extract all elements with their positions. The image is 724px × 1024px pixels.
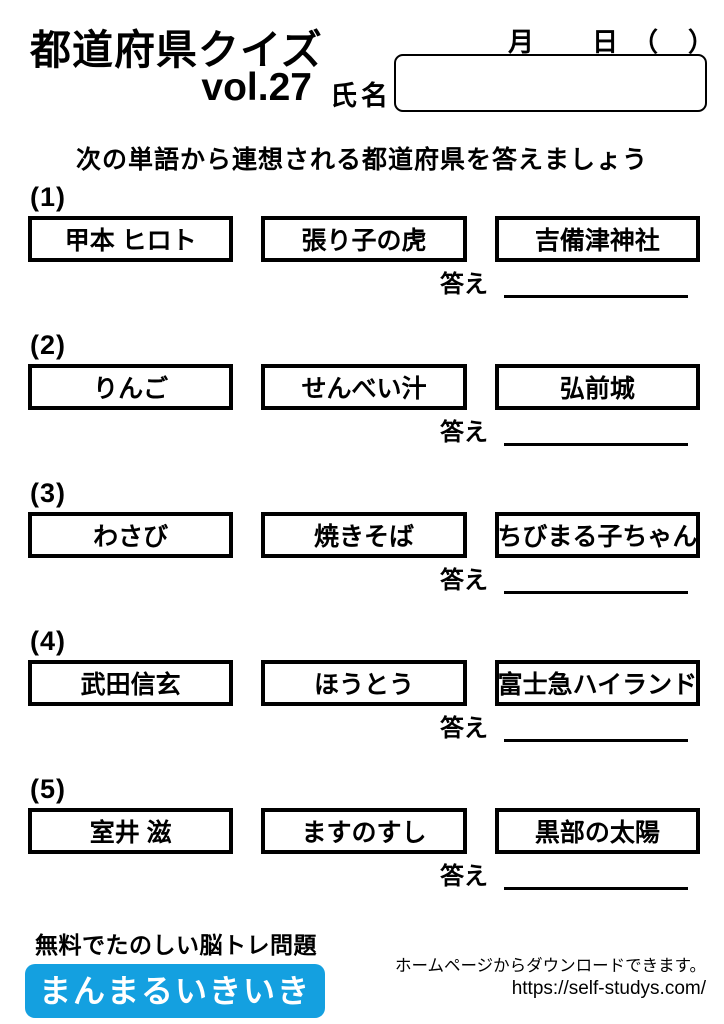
hint-box: ますのすし <box>261 808 467 854</box>
hint-row: 甲本 ヒロト 張り子の虎 吉備津神社 <box>28 216 700 262</box>
page-title: 都道府県クイズ <box>30 27 323 73</box>
volume-label: vol.27 <box>201 66 312 109</box>
hint-row: 室井 滋 ますのすし 黒部の太陽 <box>28 808 700 854</box>
name-input-box <box>394 54 707 112</box>
hint-box: 武田信玄 <box>28 660 234 706</box>
answer-row: 答え <box>0 419 688 447</box>
question-block-5: (5) 室井 滋 ますのすし 黒部の太陽 答え <box>0 774 724 922</box>
month-label: 月 <box>508 27 535 57</box>
hint-box: 焼きそば <box>261 512 467 558</box>
hint-box: 弘前城 <box>494 364 700 410</box>
answer-line <box>504 420 688 447</box>
question-block-3: (3) わさび 焼きそば ちびまる子ちゃん 答え <box>0 478 724 626</box>
brand-badge: まんまるいきいき <box>25 964 326 1018</box>
hint-box: 吉備津神社 <box>494 216 700 262</box>
name-label: 氏名 <box>330 81 392 111</box>
question-number: (2) <box>30 330 66 360</box>
date-field: 月 日 （ ） <box>508 22 714 59</box>
answer-label: 答え <box>440 715 488 742</box>
hint-box: 黒部の太陽 <box>494 808 700 854</box>
answer-row: 答え <box>0 271 688 299</box>
question-block-4: (4) 武田信玄 ほうとう 富士急ハイランド 答え <box>0 626 724 774</box>
answer-label: 答え <box>440 271 488 298</box>
answer-line <box>504 716 688 743</box>
hint-box: りんご <box>28 364 234 410</box>
download-info: ホームページからダウンロードできます。 https://self-studys.… <box>395 952 706 1000</box>
question-number: (4) <box>30 626 66 656</box>
footer-tagline: 無料でたのしい脳トレ問題 <box>35 932 317 958</box>
question-list: (1) 甲本 ヒロト 張り子の虎 吉備津神社 答え (2) りんご せんべい汁 … <box>0 182 724 922</box>
close-paren: ） <box>688 27 715 57</box>
answer-label: 答え <box>440 567 488 594</box>
brand-block: 無料でたのしい脳トレ問題 まんまるいきいき <box>25 926 326 1018</box>
answer-line <box>504 272 688 299</box>
site-url: https://self-studys.com/ <box>511 978 706 999</box>
question-block-1: (1) 甲本 ヒロト 張り子の虎 吉備津神社 答え <box>0 182 724 330</box>
open-paren: （ <box>632 27 659 57</box>
hint-box: 張り子の虎 <box>261 216 467 262</box>
answer-row: 答え <box>0 715 688 743</box>
answer-label: 答え <box>440 863 488 890</box>
hint-box: わさび <box>28 512 234 558</box>
answer-label: 答え <box>440 419 488 446</box>
hint-box: 室井 滋 <box>28 808 234 854</box>
hint-row: 武田信玄 ほうとう 富士急ハイランド <box>28 660 700 706</box>
hint-box: ちびまる子ちゃん <box>494 512 700 558</box>
hint-box: 富士急ハイランド <box>494 660 700 706</box>
hint-box: せんべい汁 <box>261 364 467 410</box>
question-number: (3) <box>30 478 66 508</box>
hint-row: りんご せんべい汁 弘前城 <box>28 364 700 410</box>
question-number: (1) <box>30 182 66 212</box>
question-block-2: (2) りんご せんべい汁 弘前城 答え <box>0 330 724 478</box>
footer: 無料でたのしい脳トレ問題 まんまるいきいき ホームページからダウンロードできます… <box>0 924 724 1024</box>
question-number: (5) <box>30 774 66 804</box>
instruction-text: 次の単語から連想される都道府県を答えましょう <box>75 146 648 174</box>
answer-line <box>504 864 688 891</box>
hint-row: わさび 焼きそば ちびまる子ちゃん <box>28 512 700 558</box>
answer-row: 答え <box>0 863 688 891</box>
answer-line <box>504 568 688 595</box>
day-label: 日 <box>592 27 619 57</box>
hint-box: ほうとう <box>261 660 467 706</box>
answer-row: 答え <box>0 567 688 595</box>
download-note: ホームページからダウンロードできます。 <box>394 957 706 975</box>
hint-box: 甲本 ヒロト <box>28 216 234 262</box>
